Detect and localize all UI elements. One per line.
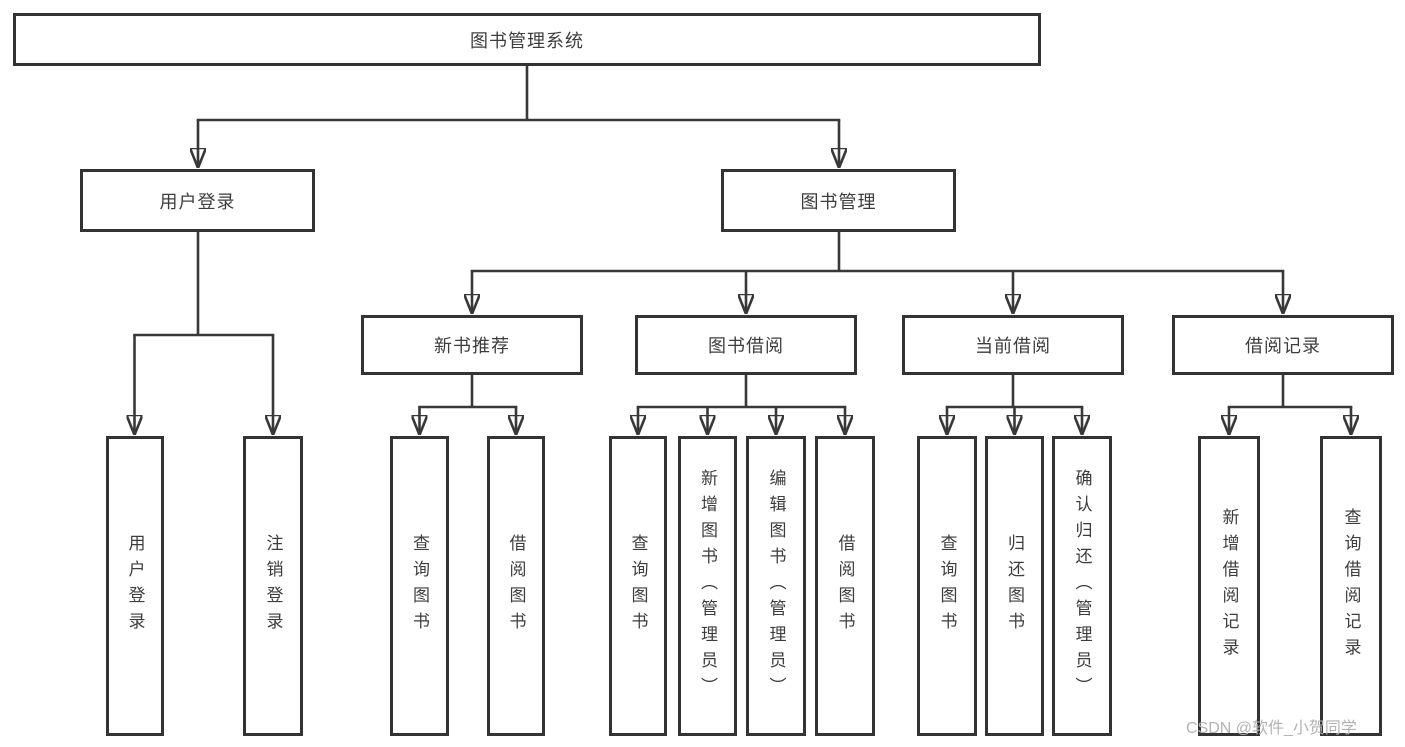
leaf-cur-query-book: 查询图书 — [917, 436, 977, 736]
node-root-system: 图书管理系统 — [13, 13, 1041, 66]
leaf-bw-query-book: 查询图书 — [609, 436, 667, 736]
node-book-borrow: 图书借阅 — [635, 315, 857, 375]
leaf-nb-borrow-book: 借阅图书 — [487, 436, 545, 736]
node-current-borrow: 当前借阅 — [902, 315, 1124, 375]
leaf-bw-add-book-admin: 新增图书（管理员） — [678, 436, 737, 736]
node-new-book-recommend: 新书推荐 — [361, 315, 583, 375]
node-book-management: 图书管理 — [721, 169, 956, 232]
leaf-nb-query-book: 查询图书 — [390, 436, 449, 736]
csdn-watermark: CSDN @软件_小贺同学 — [1186, 720, 1357, 737]
leaf-logout: 注销登录 — [243, 436, 303, 736]
leaf-bw-edit-book-admin: 编辑图书（管理员） — [746, 436, 806, 736]
leaf-user-login: 用户登录 — [106, 436, 164, 736]
leaf-rec-add-record: 新增借阅记录 — [1198, 436, 1260, 736]
leaf-rec-query-record: 查询借阅记录 — [1320, 436, 1382, 736]
leaf-cur-confirm-return-admin: 确认归还（管理员） — [1052, 436, 1112, 736]
node-borrow-records: 借阅记录 — [1172, 315, 1394, 375]
node-user-login: 用户登录 — [80, 169, 315, 232]
leaf-cur-return-book: 归还图书 — [985, 436, 1044, 736]
leaf-bw-borrow-book: 借阅图书 — [815, 436, 875, 736]
